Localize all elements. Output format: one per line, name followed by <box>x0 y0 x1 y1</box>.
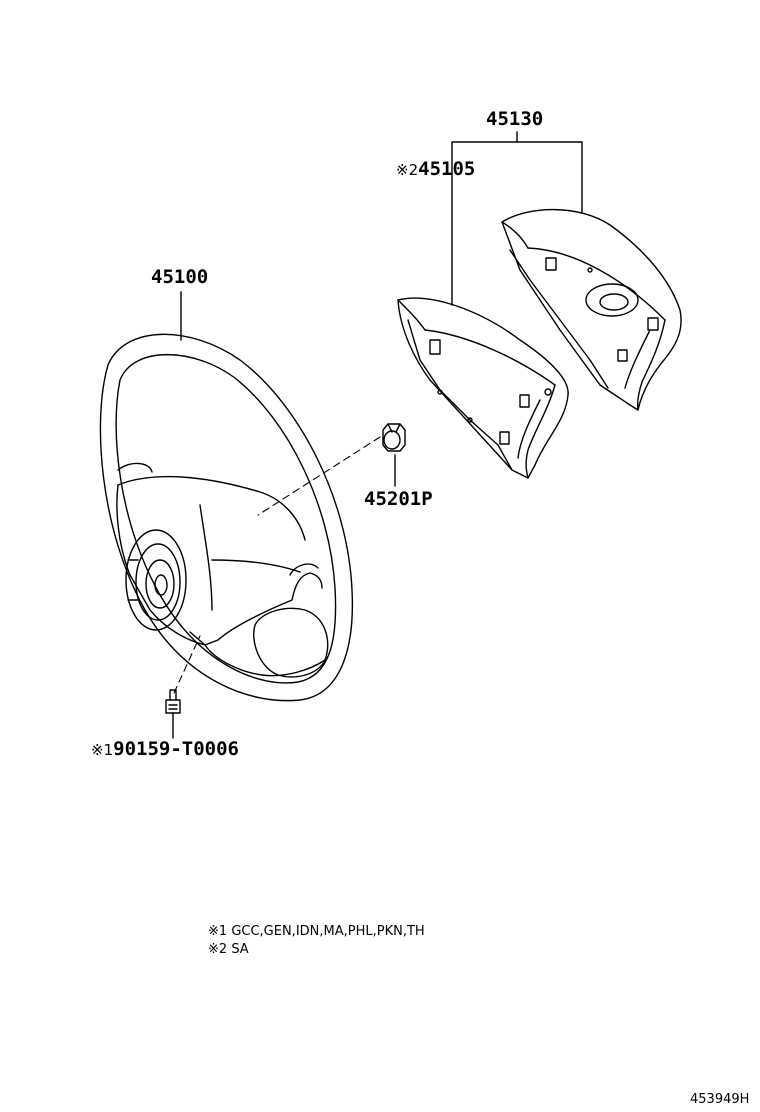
footnote-mark: ※1 <box>208 924 228 939</box>
part-number: 45100 <box>151 266 209 288</box>
part-number: 45105 <box>418 158 476 180</box>
nut-shape <box>382 423 406 452</box>
horn-pad-45130-shape <box>501 208 682 411</box>
region-mark: ※2 <box>396 161 419 179</box>
figure-code: 453949H <box>690 1092 750 1107</box>
part-label-45130: 45130 <box>486 110 543 129</box>
footnote-text: GCC,GEN,IDN,MA,PHL,PKN,TH <box>231 924 425 939</box>
footnote-text: SA <box>231 942 249 957</box>
footnote-1: ※1 GCC,GEN,IDN,MA,PHL,PKN,TH <box>208 925 425 938</box>
leader-lines <box>172 131 583 739</box>
steering-wheel-shape <box>99 333 354 702</box>
part-label-45201P: 45201P <box>364 490 433 509</box>
footnote-2: ※2 SA <box>208 943 249 956</box>
screw-shape <box>165 689 181 714</box>
region-mark: ※1 <box>91 741 114 759</box>
part-number: 45130 <box>486 108 544 130</box>
part-label-90159-T0006: ※190159-T0006 <box>91 740 239 759</box>
part-number: 90159-T0006 <box>113 738 239 760</box>
part-label-45100: 45100 <box>151 268 208 287</box>
dashed-assembly-lines <box>173 436 381 694</box>
footnote-mark: ※2 <box>208 942 228 957</box>
part-number: 45201P <box>364 488 433 510</box>
horn-pad-45105-shape <box>397 297 569 479</box>
part-label-45105: ※245105 <box>396 160 475 179</box>
